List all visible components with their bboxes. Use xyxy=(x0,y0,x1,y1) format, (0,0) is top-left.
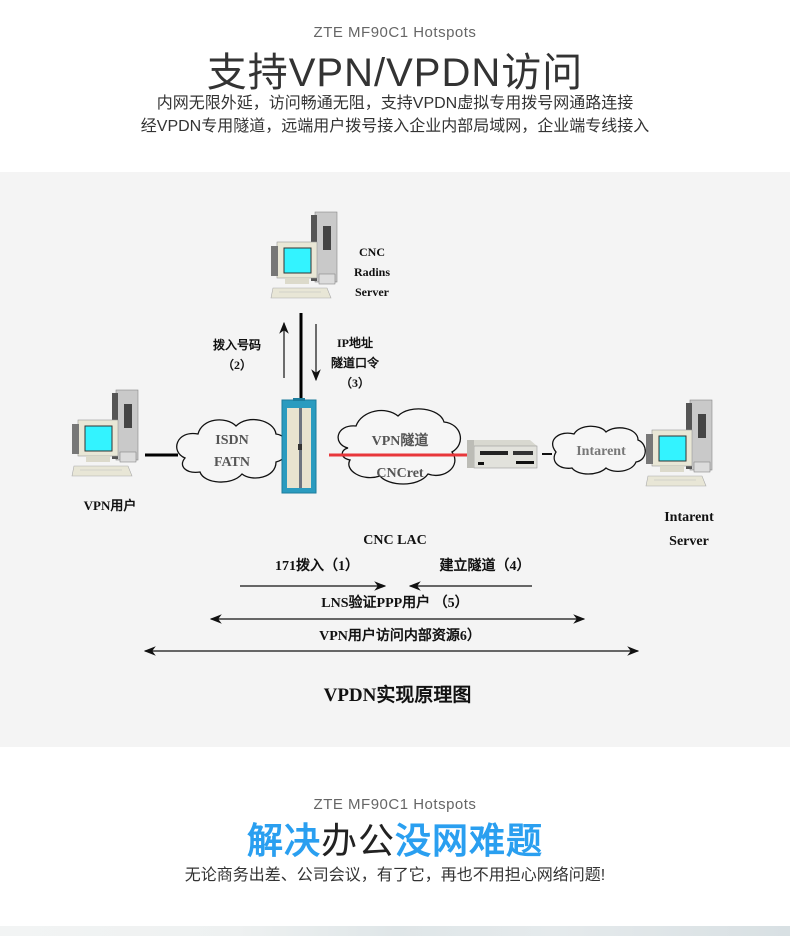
step2-text: （2） xyxy=(221,358,252,372)
step3-text: （3） xyxy=(339,376,370,390)
next-section-image-strip xyxy=(0,926,790,936)
diagram-caption: VPDN实现原理图 xyxy=(323,685,472,706)
section2-title: 解决办公没网难题 xyxy=(0,812,790,864)
dial-number-label: 拨入号码 （2） xyxy=(204,335,270,375)
intranet-cloud-label: Intarent xyxy=(576,444,626,459)
intranet-server-line1: Intarent xyxy=(664,510,714,525)
description-line-2: 经VPDN专用隧道，远端用户拨号接入企业内部局域网，企业端专线接入 xyxy=(140,118,650,135)
ip-address-text: IP地址 xyxy=(336,336,373,350)
isdn-cloud-label: ISDN FATN xyxy=(196,430,268,474)
section2-brand-label: ZTE MF90C1 Hotspots xyxy=(313,796,477,813)
section2-title-part-c: 没网难题 xyxy=(395,820,544,861)
lns-router-icon xyxy=(467,440,538,469)
intranet-cloud-icon xyxy=(551,425,646,475)
intranet-server-label: Intarent Server xyxy=(646,506,732,554)
section2-title-part-a: 解决 xyxy=(246,820,321,861)
vpn-user-label: VPN用户 xyxy=(83,498,137,513)
dial-number-text: 拨入号码 xyxy=(212,338,261,352)
radius-server-label-line3: Server xyxy=(355,285,389,299)
step5-label: LNS验证PPP用户 （5） xyxy=(321,596,469,611)
radius-server-label-line1: CNC xyxy=(359,245,385,259)
section2-title-part-b: 办公 xyxy=(320,820,395,861)
section2-subtitle: 无论商务出差、公司会议，有了它，再也不用担心网络问题! xyxy=(184,867,606,884)
radius-server-label: CNC Radins Server xyxy=(344,242,400,302)
fatn-text: FATN xyxy=(213,455,251,470)
vpn-tunnel-cloud-icon xyxy=(337,408,462,485)
step1-label: 171拨入（1） xyxy=(275,559,359,574)
isdn-text: ISDN xyxy=(215,433,249,448)
intranet-server-line2: Server xyxy=(669,534,709,549)
brand-label: ZTE MF90C1 Hotspots xyxy=(313,24,477,41)
radius-server-label-line2: Radins xyxy=(353,265,391,279)
lac-device-icon xyxy=(281,398,317,494)
vpn-tunnel-text: VPN隧道 xyxy=(371,434,429,449)
lac-label: CNC LAC xyxy=(363,533,427,548)
tunnel-password-text: 隧道口令 xyxy=(330,356,379,370)
page-title: 支持VPN/VPDN访问 xyxy=(206,51,584,95)
vpn-cloud-label: VPN隧道 CNCret xyxy=(354,426,446,490)
vpn-user-computer-icon xyxy=(71,389,139,477)
cncret-text: CNCret xyxy=(376,466,424,481)
step6-label: VPN用户访问内部资源6） xyxy=(319,629,481,644)
intranet-server-computer-icon xyxy=(645,399,713,487)
description-line-1: 内网无限外延，访问畅通无阻，支持VPDN虚拟专用拨号网通路连接 xyxy=(156,95,634,112)
step4-label: 建立隧道（4） xyxy=(439,559,531,574)
radius-server-computer-icon xyxy=(270,211,338,299)
ip-password-label: IP地址 隧道口令 （3） xyxy=(322,333,388,393)
